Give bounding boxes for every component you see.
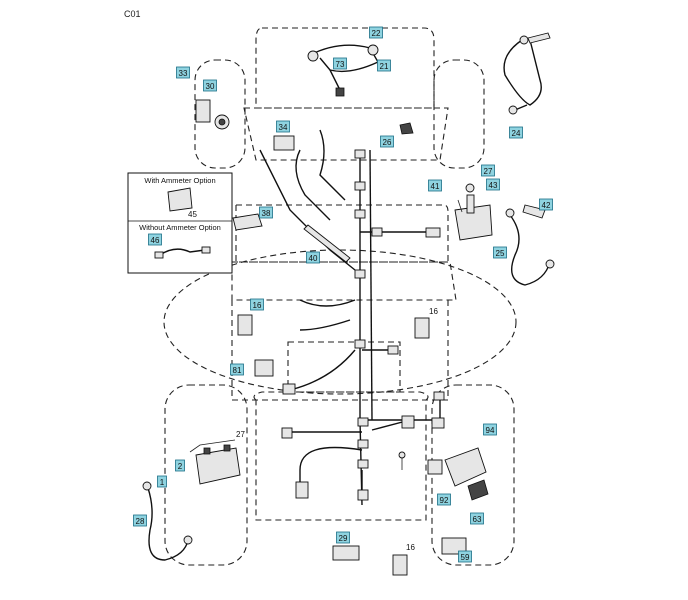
- plug-26: [399, 122, 414, 135]
- callout-label: 21: [380, 62, 389, 71]
- switch-63: [467, 479, 489, 501]
- page-code: C01: [124, 9, 141, 19]
- part-label-27-battery: 27: [236, 430, 245, 439]
- callout-29: 29: [336, 531, 350, 544]
- light-connector: [335, 87, 345, 97]
- switch-16-left: [237, 314, 253, 336]
- callout-38: 38: [259, 206, 273, 219]
- callout-46: 46: [148, 233, 162, 246]
- callout-label: 43: [489, 181, 498, 190]
- harness-wires: [147, 39, 551, 561]
- relay-81: [254, 359, 274, 377]
- callout-24: 24: [509, 126, 523, 139]
- callout-label: 2: [178, 462, 183, 471]
- callout-30: 30: [203, 79, 217, 92]
- callout-2: 2: [175, 459, 185, 472]
- callout-label: 22: [372, 29, 381, 38]
- callout-92: 92: [437, 493, 451, 506]
- callout-label: 33: [179, 69, 188, 78]
- switch-16-bottom: [392, 554, 408, 576]
- callout-73: 73: [333, 57, 347, 70]
- callout-22: 22: [369, 26, 383, 39]
- part-label-45: 45: [188, 210, 197, 219]
- battery-2: [195, 447, 241, 485]
- callout-1: 1: [157, 475, 167, 488]
- callout-label: 34: [279, 123, 288, 132]
- callout-40: 40: [306, 251, 320, 264]
- terminal-42: [522, 204, 546, 219]
- without-ammeter-label: Without Ammeter Option: [139, 223, 221, 232]
- callout-label: 28: [136, 517, 145, 526]
- headlight-bulb-left: [307, 50, 319, 62]
- callout-label: 24: [512, 129, 521, 138]
- ignition-plate-43: [454, 204, 493, 241]
- part-label-16-bottom: 16: [406, 543, 415, 552]
- switch-16-right: [414, 317, 430, 339]
- ammeter-part-45: [167, 187, 193, 212]
- plain-labels: 45 16 16 27: [188, 210, 438, 552]
- callout-label: 27: [484, 167, 493, 176]
- callout-34: 34: [276, 120, 290, 133]
- callout-label: 59: [461, 553, 470, 562]
- callout-42: 42: [539, 198, 553, 211]
- callout-label: 25: [496, 249, 505, 258]
- callout-16: 16: [250, 298, 264, 311]
- callout-28: 28: [133, 514, 147, 527]
- callout-label: 46: [151, 236, 160, 245]
- module-94: [444, 447, 487, 487]
- callout-27: 27: [481, 164, 495, 177]
- ammeter-option-inset: With Ammeter Option Without Ammeter Opti…: [127, 172, 233, 274]
- callout-41: 41: [428, 179, 442, 192]
- callout-label: 92: [440, 496, 449, 505]
- callout-label: 94: [486, 426, 495, 435]
- callout-label: 40: [309, 254, 318, 263]
- ammeter-40: [303, 224, 351, 263]
- switch-29: [332, 545, 360, 561]
- callout-33: 33: [176, 66, 190, 79]
- callout-21: 21: [377, 59, 391, 72]
- with-ammeter-label: With Ammeter Option: [144, 176, 215, 185]
- callout-label: 16: [253, 301, 262, 310]
- callout-label: 63: [473, 515, 482, 524]
- callout-43: 43: [486, 178, 500, 191]
- callout-94: 94: [483, 423, 497, 436]
- switch-59: [441, 537, 467, 555]
- callout-label: 73: [336, 60, 345, 69]
- callout-label: 41: [431, 182, 440, 191]
- relay-34: [273, 135, 295, 151]
- callout-label: 1: [160, 478, 165, 487]
- callout-63: 63: [470, 512, 484, 525]
- callout-label: 30: [206, 82, 215, 91]
- module-33: [195, 99, 211, 123]
- callout-25: 25: [493, 246, 507, 259]
- callout-label: 81: [233, 366, 242, 375]
- tractor-outline: [163, 27, 517, 566]
- callout-26: 26: [380, 135, 394, 148]
- callout-label: 29: [339, 534, 348, 543]
- components: [142, 32, 555, 576]
- part-label-16-right: 16: [429, 307, 438, 316]
- headlight-bulb-right: [367, 44, 379, 56]
- plate-38: [232, 213, 263, 231]
- callout-81: 81: [230, 363, 244, 376]
- switch-92: [427, 459, 443, 475]
- callout-59: 59: [458, 550, 472, 563]
- callout-label: 42: [542, 201, 551, 210]
- callout-label: 38: [262, 209, 271, 218]
- callout-label: 26: [383, 138, 392, 147]
